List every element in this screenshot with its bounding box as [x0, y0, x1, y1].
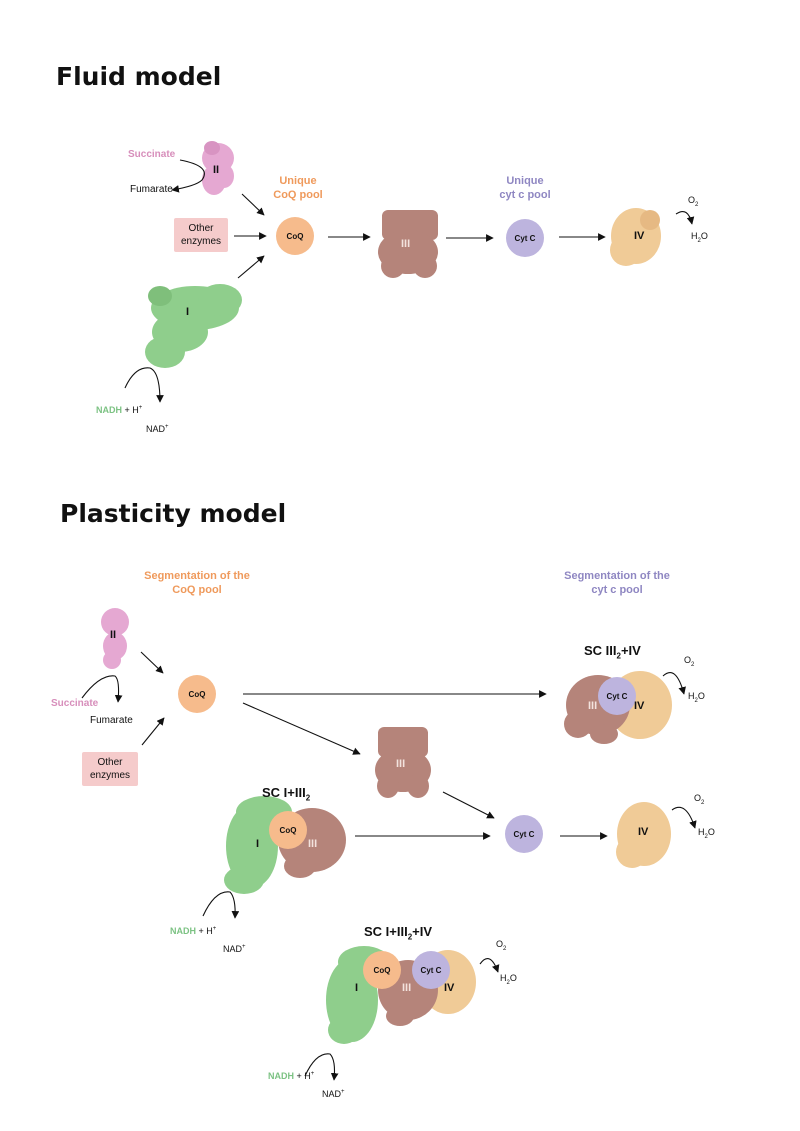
sc-i-iii2-iv-coq-label: CoQ [373, 966, 391, 975]
plasticity-cytc-label: Cyt C [513, 830, 535, 839]
plasticity-model-title: Plasticity model [60, 499, 287, 528]
sc-i-iii2-complex-iii-label: III [308, 838, 318, 850]
plasticity-complex-iii-shape [375, 727, 431, 798]
sc-i-iii2-complex-i-label: I [256, 838, 260, 850]
sc-iii2-iv-h2o-label: H2O [688, 691, 705, 704]
fluid-complex-iii-label: III [401, 238, 411, 250]
fluid-cytc-circle [506, 219, 544, 257]
fluid-unique-coq-line1: Unique [279, 175, 317, 187]
seg-coq-line2: CoQ pool [172, 584, 222, 596]
fluid-complex-ii-shape [202, 141, 234, 195]
fluid-nad-label: NAD+ [146, 424, 169, 434]
sc-i-iii2-nadh-label: NADH + H+ [170, 926, 217, 936]
fluid-complex-iv-shape [610, 208, 661, 266]
sc-iii2-iv-complex-iv-label: IV [634, 700, 645, 712]
plasticity-complex-iv-label: IV [638, 826, 649, 838]
sc-i-iii2-iv-o2-label: O2 [496, 939, 507, 952]
plasticity-coq-circle [178, 675, 216, 713]
sc-i-iii2-title: SC I+III2 [262, 785, 311, 803]
sc-i-iii2-iv-h2o-label: H2O [500, 973, 517, 986]
fluid-o2-label: O2 [688, 195, 699, 208]
seg-coq-line1: Segmentation of the [144, 570, 250, 582]
sc-i-iii2-iv-complex-i-label: I [355, 982, 359, 994]
sc-i-iii2-iv-shape [326, 946, 476, 1044]
sc-i-iii2-iv-complex-iv-label: IV [444, 982, 455, 994]
fluid-complex-i-label: I [186, 306, 190, 318]
fluid-h2o-label: H2O [691, 231, 708, 244]
fluid-unique-coq-line2: CoQ pool [273, 189, 323, 201]
fluid-fumarate-label: Fumarate [130, 184, 173, 195]
plasticity-complex-ii-label: II [110, 629, 117, 641]
fluid-unique-cytc-line2: cyt c pool [499, 189, 551, 201]
plasticity-arrows [81, 651, 697, 1081]
seg-coq-pool-label: Segmentation of the CoQ pool [132, 569, 262, 597]
sc-i-iii2-iv-nadh-label: NADH + H+ [268, 1071, 315, 1081]
plasticity-complex-ii-shape [101, 608, 129, 669]
fluid-complex-iii-shape [378, 210, 438, 278]
fluid-arrows [124, 159, 695, 403]
fluid-unique-coq-pool-label: Unique CoQ pool [258, 174, 338, 202]
plasticity-complex-iii-label: III [396, 758, 406, 770]
plasticity-cytc-circle [505, 815, 543, 853]
fluid-model-title: Fluid model [56, 62, 222, 91]
fluid-unique-cytc-pool-label: Unique cyt c pool [485, 174, 565, 202]
sc-iii2-iv-title: SC III2+IV [584, 643, 641, 661]
sc-i-iii2-shape [224, 796, 346, 894]
fluid-complex-i-shape [145, 284, 242, 368]
plasticity-other-enzymes-box: Other enzymes [82, 752, 138, 786]
sc-i-iii2-iv-nad-label: NAD+ [322, 1089, 345, 1099]
fluid-complex-iv-label: IV [634, 230, 645, 242]
plasticity-succinate-label: Succinate [51, 698, 99, 709]
sc-i-iii2-iv-complex-iii-label: III [402, 982, 412, 994]
plasticity-fumarate-label: Fumarate [90, 715, 133, 726]
sc-iii2-iv-shape [564, 671, 672, 744]
seg-cytc-line1: Segmentation of the [564, 570, 670, 582]
seg-cytc-line2: cyt c pool [591, 584, 643, 596]
sc-iii2-iv-complex-iii-label: III [588, 700, 598, 712]
seg-cytc-pool-label: Segmentation of the cyt c pool [552, 569, 682, 597]
fluid-cytc-label: Cyt C [514, 234, 536, 243]
sc-i-iii2-iv-title: SC I+III2+IV [364, 924, 433, 942]
fluid-nadh-label: NADH + H+ [96, 405, 143, 415]
fluid-other-enzymes-box: Other enzymes [174, 218, 228, 252]
plasticity-complex-iv-shape [616, 802, 671, 868]
fluid-unique-cytc-line1: Unique [506, 175, 544, 187]
sc-i-iii2-nad-label: NAD+ [223, 944, 246, 954]
fluid-coq-label: CoQ [286, 232, 304, 241]
fluid-coq-circle [276, 217, 314, 255]
plasticity-o2-label: O2 [694, 793, 705, 806]
fluid-succinate-label: Succinate [128, 149, 176, 160]
sc-i-iii2-coq-label: CoQ [279, 826, 297, 835]
plasticity-coq-label: CoQ [188, 690, 206, 699]
plasticity-h2o-label: H2O [698, 827, 715, 840]
sc-iii2-iv-o2-label: O2 [684, 655, 695, 668]
fluid-complex-ii-label: II [213, 164, 220, 176]
sc-iii2-iv-cytc-label: Cyt C [606, 692, 628, 701]
sc-i-iii2-iv-cytc-label: Cyt C [420, 966, 442, 975]
